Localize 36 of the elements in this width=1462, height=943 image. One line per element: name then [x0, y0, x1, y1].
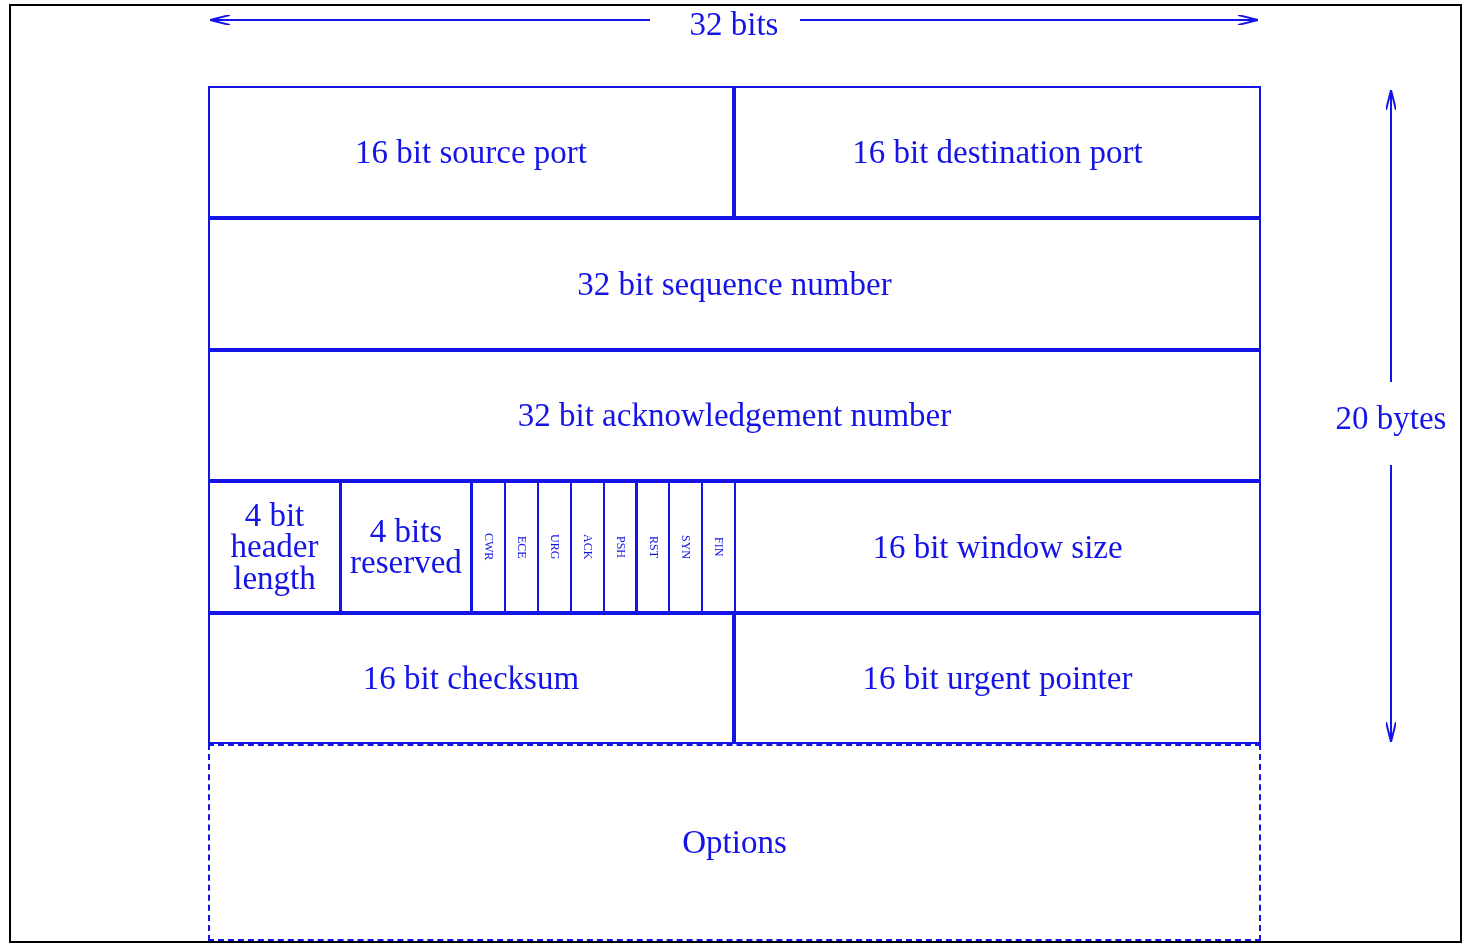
field-label: RST	[646, 536, 660, 558]
flag-bit-field	[471, 481, 506, 613]
field-label: 16 bit source port	[355, 133, 587, 171]
flag-bit-field	[569, 481, 605, 613]
header-field	[734, 481, 1261, 613]
flag-bit-field	[635, 481, 671, 613]
header-field	[208, 744, 1261, 941]
field-label: ACK	[580, 534, 594, 560]
field-label: FIN	[712, 537, 726, 557]
field-label: ECE	[514, 535, 528, 559]
field-label: SYN	[679, 535, 693, 559]
field-label: 16 bit urgent pointer	[862, 660, 1133, 697]
header-field	[734, 86, 1261, 218]
header-field	[340, 481, 472, 613]
flag-bit-field	[536, 481, 572, 613]
field-label: 4 bits reserved	[349, 515, 463, 579]
field-label: 16 bit destination port	[852, 133, 1143, 171]
header-field	[208, 218, 1261, 350]
field-label: 32 bit sequence number	[577, 265, 892, 303]
field-label: Options	[682, 824, 787, 861]
flag-bit-field	[668, 481, 704, 613]
header-field	[208, 86, 734, 218]
field-label: URG	[547, 534, 561, 560]
field-label: CWR	[481, 533, 496, 561]
header-field	[208, 481, 341, 613]
field-label: PSH	[613, 536, 627, 558]
header-field	[208, 350, 1261, 481]
flag-bit-field	[503, 481, 539, 613]
header-field	[208, 613, 734, 744]
flag-bit-field	[701, 481, 737, 613]
header-field	[734, 613, 1261, 744]
field-label: 16 bit window size	[872, 528, 1123, 566]
field-label: 4 bit header length	[229, 500, 320, 594]
flag-bit-field	[602, 481, 638, 613]
field-label: 32 bit acknowledgement number	[517, 397, 952, 434]
field-label: 16 bit checksum	[362, 660, 580, 697]
